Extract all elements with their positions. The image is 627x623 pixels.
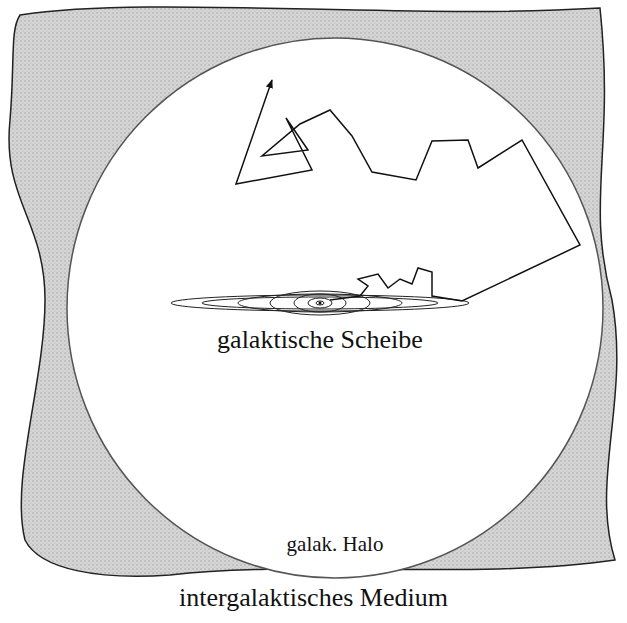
disk-contour [294,294,346,312]
disk-contour [171,295,469,311]
ellipse-outline [67,38,603,578]
galactic-disk: galaktische Scheibe [170,283,470,369]
disk-contour [308,298,332,308]
halo-outline [67,38,603,578]
region-label: intergalaktisches Medium [0,583,627,613]
halo-ellipse: galaktische Scheibe galak. Halo [67,38,603,578]
disk-contour [238,294,402,312]
disk-center [319,302,322,305]
disk-contour [202,297,438,309]
disk-contour [316,301,324,305]
particle-trajectory [236,80,580,301]
disk-contour [270,291,370,315]
region-label: galaktische Scheibe [170,325,470,355]
region-label: galak. Halo [67,532,603,556]
